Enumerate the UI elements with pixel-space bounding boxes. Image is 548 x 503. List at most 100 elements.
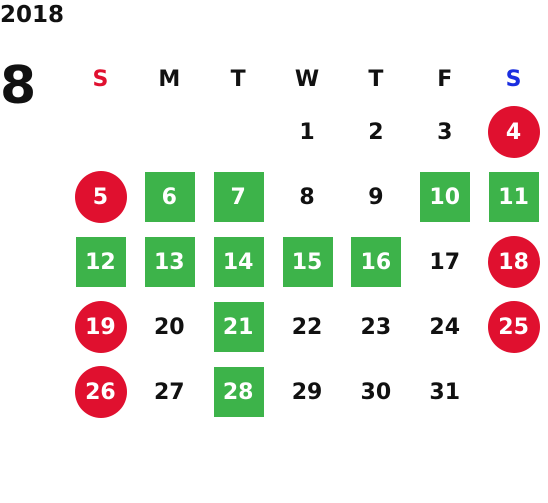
calendar-empty-cell bbox=[204, 100, 273, 165]
day-number: 13 bbox=[153, 250, 185, 275]
holiday-square-marker bbox=[351, 237, 402, 287]
day-number: 28 bbox=[222, 380, 254, 405]
calendar-day-cell[interactable]: 2 bbox=[341, 100, 410, 165]
weekend-circle-marker bbox=[75, 171, 127, 223]
day-number: 9 bbox=[368, 185, 384, 210]
day-number: 8 bbox=[299, 185, 315, 210]
calendar-day-cell[interactable]: 25 bbox=[479, 295, 548, 360]
day-number: 2 bbox=[368, 120, 384, 145]
calendar-day-cell[interactable]: 1 bbox=[273, 100, 342, 165]
day-number: 10 bbox=[429, 185, 461, 210]
day-number: 6 bbox=[161, 185, 177, 210]
day-number: 4 bbox=[505, 120, 522, 145]
calendar-day-cell[interactable]: 18 bbox=[479, 230, 548, 295]
day-number: 5 bbox=[92, 185, 109, 210]
calendar-day-cell[interactable]: 9 bbox=[341, 165, 410, 230]
holiday-square-marker bbox=[144, 237, 195, 287]
calendar-day-cell[interactable]: 31 bbox=[410, 360, 479, 425]
calendar-day-cell[interactable]: 13 bbox=[135, 230, 204, 295]
weekday-header-row: S M T W T F S bbox=[66, 60, 548, 100]
calendar-day-cell[interactable]: 22 bbox=[273, 295, 342, 360]
calendar-day-cell[interactable]: 30 bbox=[341, 360, 410, 425]
calendar-day-cell[interactable]: 12 bbox=[66, 230, 135, 295]
day-number: 20 bbox=[153, 315, 185, 340]
holiday-square-marker bbox=[489, 172, 540, 222]
calendar-day-cell[interactable]: 20 bbox=[135, 295, 204, 360]
holiday-square-marker bbox=[144, 172, 195, 222]
weekday-wednesday: W bbox=[294, 67, 320, 92]
day-number: 21 bbox=[222, 315, 254, 340]
holiday-square-marker bbox=[213, 237, 264, 287]
weekend-circle-marker bbox=[488, 301, 541, 353]
calendar-empty-cell bbox=[479, 360, 548, 425]
day-number: 14 bbox=[222, 250, 254, 275]
calendar-week-row: 19 20 21 22 23 24 25 bbox=[66, 295, 548, 360]
weekday-sunday: S bbox=[92, 67, 109, 92]
holiday-square-marker bbox=[420, 172, 471, 222]
calendar-day-cell[interactable]: 8 bbox=[273, 165, 342, 230]
calendar-year: 2018 bbox=[0, 2, 65, 28]
calendar-day-cell[interactable]: 27 bbox=[135, 360, 204, 425]
calendar-week-row: 12 13 14 15 16 17 18 bbox=[66, 230, 548, 295]
calendar-empty-cell bbox=[135, 100, 204, 165]
holiday-square-marker bbox=[213, 302, 264, 352]
day-number: 23 bbox=[360, 315, 392, 340]
weekend-circle-marker bbox=[75, 301, 127, 353]
calendar-day-cell[interactable]: 28 bbox=[204, 360, 273, 425]
day-number: 3 bbox=[437, 120, 453, 145]
day-number: 1 bbox=[299, 120, 315, 145]
holiday-square-marker bbox=[76, 237, 126, 287]
day-number: 18 bbox=[498, 250, 529, 275]
day-number: 19 bbox=[85, 315, 116, 340]
calendar-month: 8 bbox=[0, 56, 37, 116]
calendar-day-cell[interactable]: 11 bbox=[479, 165, 548, 230]
calendar-day-cell[interactable]: 19 bbox=[66, 295, 135, 360]
calendar-day-cell[interactable]: 23 bbox=[341, 295, 410, 360]
calendar-day-cell[interactable]: 21 bbox=[204, 295, 273, 360]
day-number: 12 bbox=[85, 250, 116, 275]
day-number: 16 bbox=[360, 250, 392, 275]
weekday-monday: M bbox=[158, 67, 181, 92]
day-number: 26 bbox=[85, 380, 116, 405]
holiday-square-marker bbox=[213, 172, 264, 222]
calendar-day-cell[interactable]: 7 bbox=[204, 165, 273, 230]
day-number: 7 bbox=[230, 185, 246, 210]
day-number: 24 bbox=[429, 315, 461, 340]
calendar-week-row: 26 27 28 29 30 31 bbox=[66, 360, 548, 425]
weekend-circle-marker bbox=[488, 106, 541, 158]
calendar-day-cell[interactable]: 16 bbox=[341, 230, 410, 295]
calendar-day-cell[interactable]: 5 bbox=[66, 165, 135, 230]
day-number: 17 bbox=[429, 250, 461, 275]
weekend-circle-marker bbox=[75, 366, 127, 418]
day-number: 25 bbox=[498, 315, 529, 340]
calendar-day-cell[interactable]: 17 bbox=[410, 230, 479, 295]
calendar-day-cell[interactable]: 29 bbox=[273, 360, 342, 425]
holiday-square-marker bbox=[282, 237, 333, 287]
day-number: 30 bbox=[360, 380, 392, 405]
day-number: 29 bbox=[291, 380, 323, 405]
calendar-day-cell[interactable]: 15 bbox=[273, 230, 342, 295]
calendar-day-cell[interactable]: 10 bbox=[410, 165, 479, 230]
calendar-day-cell[interactable]: 14 bbox=[204, 230, 273, 295]
weekday-saturday: S bbox=[505, 67, 522, 92]
day-number: 27 bbox=[153, 380, 185, 405]
weekend-circle-marker bbox=[488, 236, 541, 288]
calendar-day-cell[interactable]: 3 bbox=[410, 100, 479, 165]
holiday-square-marker bbox=[213, 367, 264, 417]
calendar-empty-cell bbox=[66, 100, 135, 165]
calendar-day-cell[interactable]: 24 bbox=[410, 295, 479, 360]
weekday-thursday: T bbox=[368, 67, 384, 92]
calendar-day-cell[interactable]: 6 bbox=[135, 165, 204, 230]
calendar-day-cell[interactable]: 4 bbox=[479, 100, 548, 165]
day-number: 22 bbox=[291, 315, 323, 340]
day-number: 11 bbox=[498, 185, 529, 210]
calendar-week-row: 1 2 3 4 bbox=[66, 100, 548, 165]
calendar-day-cell[interactable]: 26 bbox=[66, 360, 135, 425]
weekday-tuesday: T bbox=[230, 67, 246, 92]
calendar-week-row: 5 6 7 8 9 10 11 bbox=[66, 165, 548, 230]
weekday-friday: F bbox=[437, 67, 453, 92]
day-number: 31 bbox=[429, 380, 461, 405]
